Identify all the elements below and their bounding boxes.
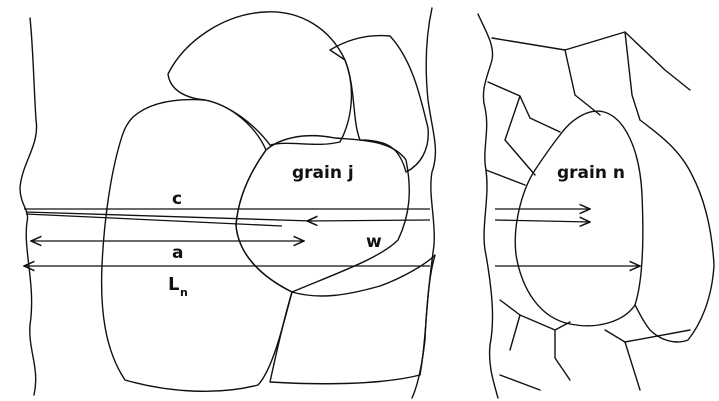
right-panel: [478, 14, 714, 398]
label-w: w: [366, 232, 382, 252]
grain-right: [635, 120, 714, 342]
dimension-arrows: [24, 209, 640, 266]
grain-network: [486, 32, 690, 390]
grain-top: [168, 12, 351, 145]
left-boundary: [20, 18, 37, 395]
label-c: c: [172, 189, 182, 209]
grain-center: [102, 100, 292, 392]
label-grain-n: grain n: [557, 163, 625, 183]
right-panel-left-edge: [478, 14, 498, 398]
arrow-w: [307, 220, 430, 221]
label-L-subscript: n: [180, 286, 188, 299]
grain-bottom-right: [270, 255, 435, 384]
left-panel: [20, 8, 435, 398]
label-a: a: [172, 243, 183, 263]
grain-j: [236, 136, 409, 292]
grain-upper-right: [330, 36, 428, 172]
arrow-w-right: [495, 220, 590, 222]
grain-n: [515, 111, 643, 326]
left-panel-right-edge: [412, 8, 435, 398]
label-grain-j: grain j: [292, 163, 354, 183]
label-L: L: [168, 274, 179, 295]
